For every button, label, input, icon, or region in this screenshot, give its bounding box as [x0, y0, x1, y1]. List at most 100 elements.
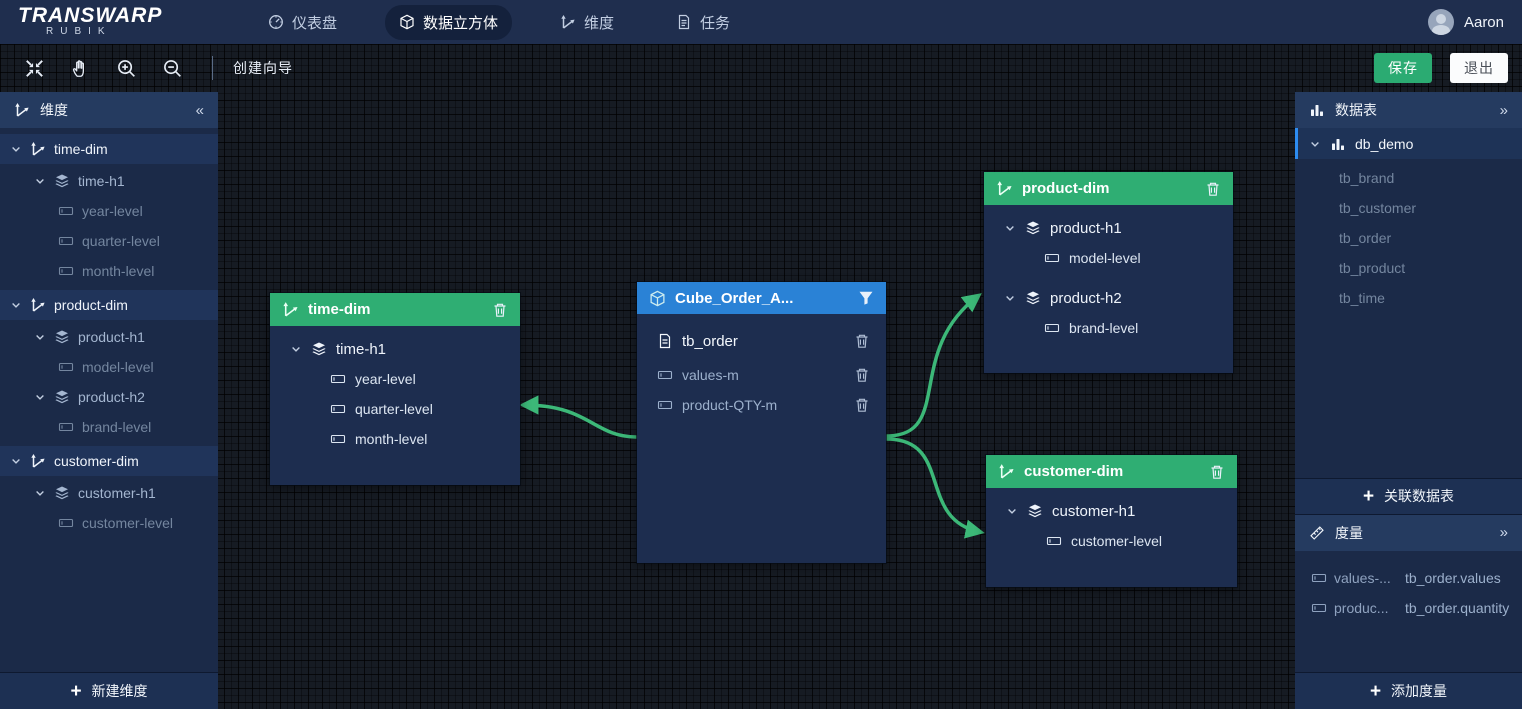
nav-dashboard-label: 仪表盘	[292, 14, 338, 32]
pan-button[interactable]	[60, 50, 100, 86]
nav-data-cube[interactable]: 数据立方体	[385, 4, 513, 40]
node-hierarchy-row[interactable]: time-h1	[270, 334, 520, 364]
exit-button[interactable]: 退出	[1450, 53, 1508, 83]
nav-dimension[interactable]: 维度	[546, 5, 628, 40]
node-measure-label: product-QTY-m	[682, 397, 778, 413]
node-level-row[interactable]: customer-level	[986, 526, 1237, 556]
node-level-row[interactable]: month-level	[270, 424, 520, 454]
tree-item-level[interactable]: month-level	[0, 256, 218, 286]
expand-panel-icon[interactable]: »	[1499, 524, 1508, 542]
node-cube-header[interactable]: Cube_Order_A...	[637, 282, 886, 314]
node-level-row[interactable]: brand-level	[984, 313, 1233, 343]
trash-icon[interactable]	[854, 367, 870, 383]
model-canvas[interactable]: time-dim time-h1 year-level quarter-leve…	[218, 92, 1295, 709]
tree-item-hierarchy[interactable]: time-h1	[0, 166, 218, 196]
node-hierarchy-row[interactable]: customer-h1	[986, 496, 1237, 526]
fit-view-button[interactable]	[14, 50, 54, 86]
level-icon	[58, 206, 74, 216]
create-wizard-button[interactable]: 创建向导	[233, 60, 293, 76]
node-hierarchy-row[interactable]: product-h2	[984, 283, 1233, 313]
table-item[interactable]: tb_customer	[1295, 193, 1522, 223]
node-time-dim[interactable]: time-dim time-h1 year-level quarter-leve…	[270, 293, 520, 485]
axis-icon	[31, 298, 45, 312]
node-cube[interactable]: Cube_Order_A... tb_order values-m	[637, 282, 886, 563]
cube-icon	[650, 290, 665, 306]
edge-cube-to-time-dim	[519, 395, 639, 439]
node-customer-dim[interactable]: customer-dim customer-h1 customer-level	[986, 455, 1237, 587]
chevron-down-icon[interactable]	[290, 343, 302, 355]
axis-icon	[999, 464, 1014, 479]
table-item[interactable]: tb_product	[1295, 253, 1522, 283]
tree-item-level[interactable]: year-level	[0, 196, 218, 226]
tree-item-level[interactable]: brand-level	[0, 412, 218, 442]
node-measure-row[interactable]: values-m	[637, 360, 886, 390]
node-level-label: year-level	[355, 371, 416, 387]
chevron-down-icon[interactable]	[1309, 138, 1321, 150]
tables-panel-header: 数据表 »	[1295, 92, 1522, 128]
table-name: tb_customer	[1339, 200, 1417, 216]
node-hierarchy-row[interactable]: product-h1	[984, 213, 1233, 243]
level-icon	[58, 362, 74, 372]
save-button[interactable]: 保存	[1374, 53, 1432, 83]
tree-item-level[interactable]: model-level	[0, 352, 218, 382]
chevron-down-icon[interactable]	[10, 143, 22, 155]
table-item[interactable]: tb_time	[1295, 283, 1522, 313]
trash-icon[interactable]	[854, 397, 870, 413]
database-row[interactable]: db_demo	[1295, 128, 1522, 159]
add-measure-button[interactable]: + 添加度量	[1295, 672, 1522, 709]
tree-item-dimension[interactable]: product-dim	[0, 290, 218, 320]
table-item[interactable]: tb_order	[1295, 223, 1522, 253]
measure-name: values-...	[1334, 569, 1391, 586]
trash-icon[interactable]	[492, 302, 508, 318]
brand-logo[interactable]: TRANSWARP RUBIK	[18, 5, 218, 38]
chevron-down-icon[interactable]	[34, 175, 46, 187]
chevron-down-icon[interactable]	[34, 391, 46, 403]
chevron-down-icon[interactable]	[34, 487, 46, 499]
zoom-in-button[interactable]	[106, 50, 146, 86]
chevron-down-icon[interactable]	[1004, 292, 1016, 304]
tree-item-level[interactable]: customer-level	[0, 508, 218, 538]
node-measure-row[interactable]: product-QTY-m	[637, 390, 886, 420]
measure-item[interactable]: values-... tb_order.values	[1295, 563, 1522, 593]
user-menu[interactable]: Aaron	[1427, 9, 1504, 35]
node-time-dim-header[interactable]: time-dim	[270, 293, 520, 326]
chevron-down-icon[interactable]	[10, 299, 22, 311]
table-name: tb_product	[1339, 260, 1406, 276]
zoom-out-button[interactable]	[152, 50, 192, 86]
tree-item-dimension[interactable]: customer-dim	[0, 446, 218, 476]
chevron-down-icon[interactable]	[1004, 222, 1016, 234]
tree-item-level[interactable]: quarter-level	[0, 226, 218, 256]
tree-item-hierarchy[interactable]: product-h1	[0, 322, 218, 352]
node-level-row[interactable]: year-level	[270, 364, 520, 394]
collapse-panel-icon[interactable]: «	[195, 101, 204, 119]
node-customer-dim-header[interactable]: customer-dim	[986, 455, 1237, 488]
tree-item-hierarchy[interactable]: customer-h1	[0, 478, 218, 508]
nav-task[interactable]: 任务	[662, 5, 744, 40]
level-icon	[330, 434, 346, 444]
node-hierarchy-label: product-h1	[1050, 219, 1122, 237]
node-title: Cube_Order_A...	[675, 289, 794, 307]
trash-icon[interactable]	[1209, 464, 1225, 480]
expand-panel-icon[interactable]: »	[1499, 101, 1508, 119]
nav-dashboard[interactable]: 仪表盘	[254, 5, 351, 40]
layers-icon	[1026, 221, 1040, 235]
filter-icon[interactable]	[858, 290, 874, 306]
node-fact-table-row[interactable]: tb_order	[637, 322, 886, 360]
tree-item-hierarchy[interactable]: product-h2	[0, 382, 218, 412]
chevron-down-icon[interactable]	[10, 455, 22, 467]
tree-item-label: quarter-level	[82, 233, 160, 249]
link-table-button[interactable]: + 关联数据表	[1295, 477, 1522, 515]
trash-icon[interactable]	[854, 333, 870, 349]
node-level-row[interactable]: quarter-level	[270, 394, 520, 424]
node-product-dim[interactable]: product-dim product-h1 model-level pro	[984, 172, 1233, 373]
trash-icon[interactable]	[1205, 181, 1221, 197]
layers-icon	[1028, 504, 1042, 518]
node-level-row[interactable]: model-level	[984, 243, 1233, 273]
new-dimension-button[interactable]: + 新建维度	[0, 672, 218, 709]
measure-item[interactable]: produc... tb_order.quantity	[1295, 593, 1522, 623]
node-product-dim-header[interactable]: product-dim	[984, 172, 1233, 205]
table-item[interactable]: tb_brand	[1295, 163, 1522, 193]
tree-item-dimension[interactable]: time-dim	[0, 134, 218, 164]
chevron-down-icon[interactable]	[1006, 505, 1018, 517]
chevron-down-icon[interactable]	[34, 331, 46, 343]
